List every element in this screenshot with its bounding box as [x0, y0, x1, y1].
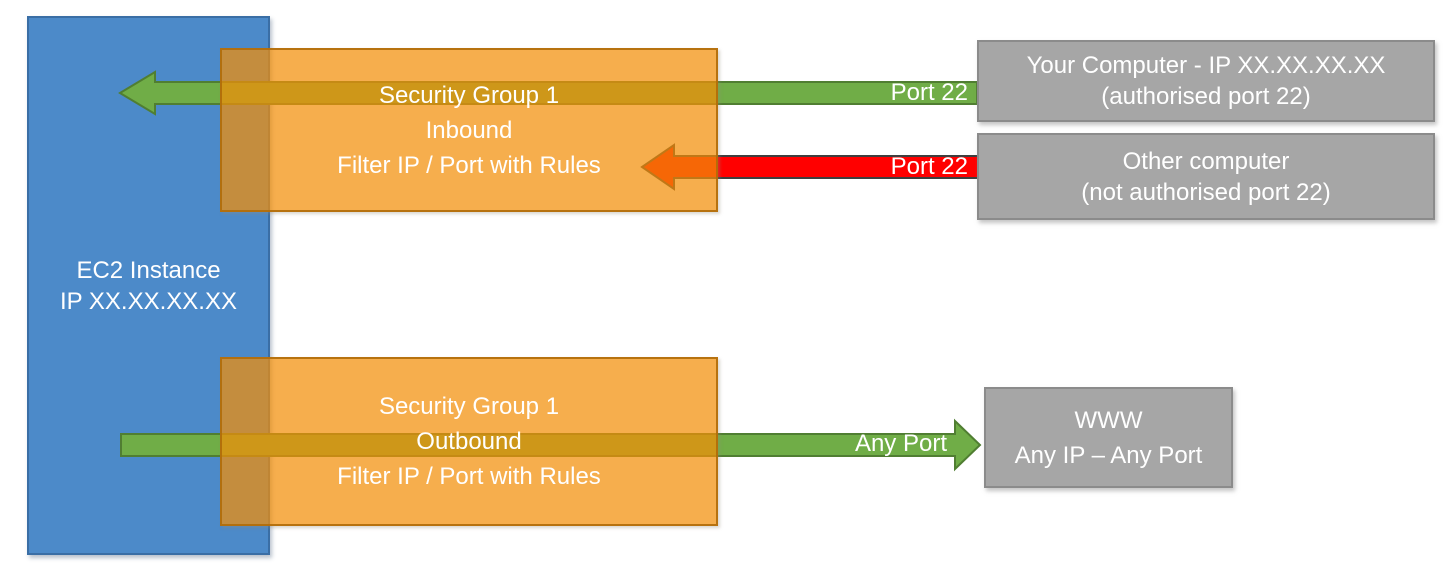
your-computer-label: Your Computer - IP XX.XX.XX.XX [1026, 52, 1386, 79]
your-computer-authorisation: (authorised port 22) [1101, 83, 1311, 110]
inbound-allowed-port-label: Port 22 [890, 79, 968, 106]
sg-outbound-description: Filter IP / Port with Rules [337, 463, 601, 490]
other-computer-label: Other computer [1122, 147, 1290, 175]
ec2-instance-label: EC2 Instance [76, 256, 221, 284]
other-computer-box: Other computer (not authorised port 22) [977, 133, 1435, 220]
outbound-port-label: Any Port [854, 430, 947, 457]
sg-inbound-title: Security Group 1 [378, 81, 560, 109]
www-box: WWW Any IP – Any Port [984, 387, 1233, 488]
sg-inbound-description: Filter IP / Port with Rules [337, 151, 601, 179]
ec2-instance-ip: IP XX.XX.XX.XX [60, 287, 237, 315]
security-group-outbound-box: Security Group 1 Outbound Filter IP / Po… [220, 357, 718, 526]
www-scope: Any IP – Any Port [1014, 441, 1203, 469]
inbound-blocked-port-label: Port 22 [890, 153, 968, 180]
sg-outbound-title: Security Group 1 [378, 393, 560, 420]
your-computer-box: Your Computer - IP XX.XX.XX.XX (authoris… [977, 40, 1435, 122]
sg-outbound-direction: Outbound [416, 428, 522, 455]
security-group-inbound-box: Security Group 1 Inbound Filter IP / Por… [220, 48, 718, 212]
www-label: WWW [1074, 406, 1143, 434]
other-computer-authorisation: (not authorised port 22) [1081, 178, 1331, 206]
sg-inbound-direction: Inbound [425, 116, 513, 144]
